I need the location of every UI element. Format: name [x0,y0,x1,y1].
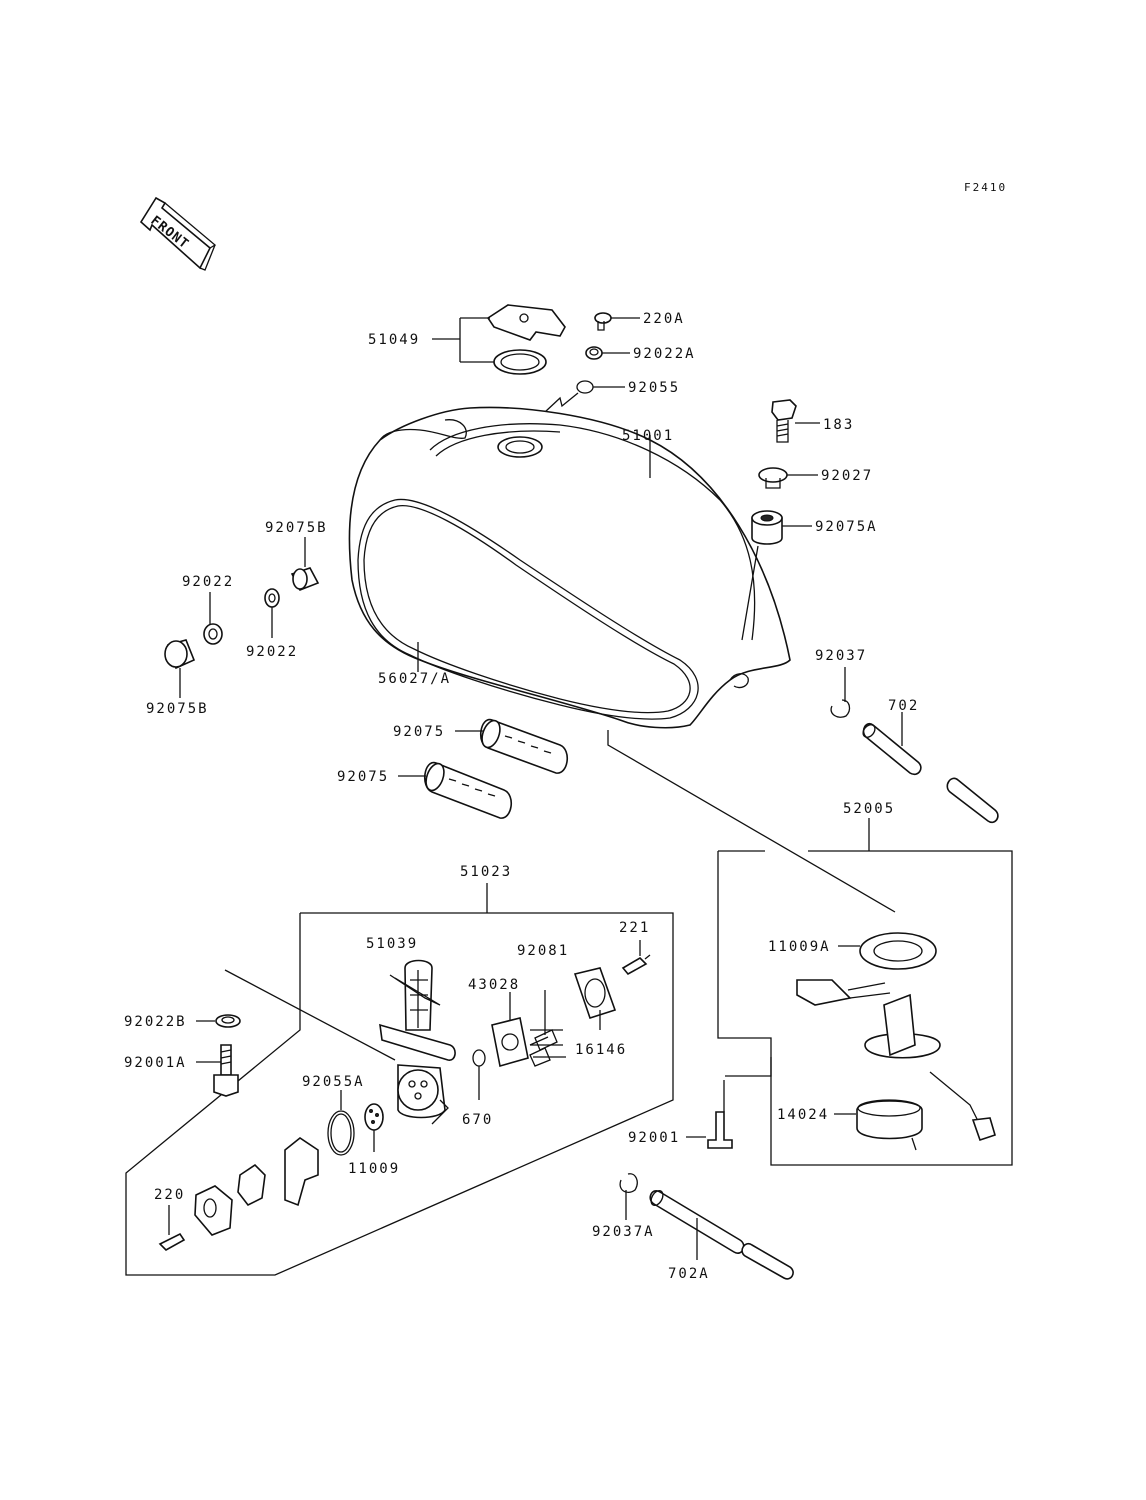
fuel-cock-assembly-51023 [125,883,674,1276]
diagram-code: F2410 [964,181,1007,194]
label-92081: 92081 [517,943,569,959]
label-16146: 16146 [575,1042,627,1058]
pad-92075-a [455,719,568,774]
label-56027A: 56027/A [378,671,451,687]
hose-702A [649,1189,794,1280]
collar-92075B-right [290,537,320,592]
clamp-92037A [619,1173,638,1220]
label-11009A: 11009A [768,939,831,955]
label-183: 183 [823,417,854,433]
clamp-92037 [830,667,851,718]
label-92037: 92037 [815,648,867,664]
label-92075B-left: 92075B [146,701,209,717]
label-51023: 51023 [460,864,512,880]
label-92001: 92001 [628,1130,680,1146]
washer-92022-left [203,592,223,645]
front-arrow-icon: FRONT [139,196,217,271]
collar-92027 [758,467,818,489]
bolt-92001A [196,1044,239,1097]
label-220: 220 [154,1187,185,1203]
label-92022B: 92022B [124,1014,187,1030]
label-221: 221 [619,920,650,936]
label-92022A: 92022A [633,346,696,362]
label-52005: 52005 [843,801,895,817]
label-51039: 51039 [366,936,418,952]
label-11009: 11009 [348,1161,400,1177]
damper-92075A [741,510,812,641]
label-92075B-top: 92075B [265,520,328,536]
screw-220A [594,312,640,331]
label-670: 670 [462,1112,493,1128]
washer-92022B [196,1014,241,1028]
fuel-tank-51001 [348,406,791,729]
label-702A: 702A [668,1266,710,1282]
bolt-92001 [686,1080,733,1149]
label-43028: 43028 [468,977,520,993]
collar-92075B-left [164,639,196,698]
label-92075-a: 92075 [393,724,445,740]
washer-92022A [585,346,630,360]
cap-cover-51049 [432,304,566,375]
washer-92022-right [264,588,280,638]
label-51049: 51049 [368,332,420,348]
bolt-183 [771,399,820,443]
label-220A: 220A [643,311,685,327]
label-92022-mid: 92022 [246,644,298,660]
label-92075-b: 92075 [337,769,389,785]
pad-92075-b [398,762,512,819]
label-92075A: 92075A [815,519,878,535]
hose-702 [862,712,999,824]
label-51001: 51001 [622,428,674,444]
label-92055A: 92055A [302,1074,365,1090]
label-92001A: 92001A [124,1055,187,1071]
label-92022-top: 92022 [182,574,234,590]
oring-92055 [544,380,625,413]
label-92037A: 92037A [592,1224,655,1240]
pump-assembly-52005 [607,730,1013,1166]
label-14024: 14024 [777,1107,829,1123]
label-92027: 92027 [821,468,873,484]
label-702: 702 [888,698,919,714]
label-92055: 92055 [628,380,680,396]
